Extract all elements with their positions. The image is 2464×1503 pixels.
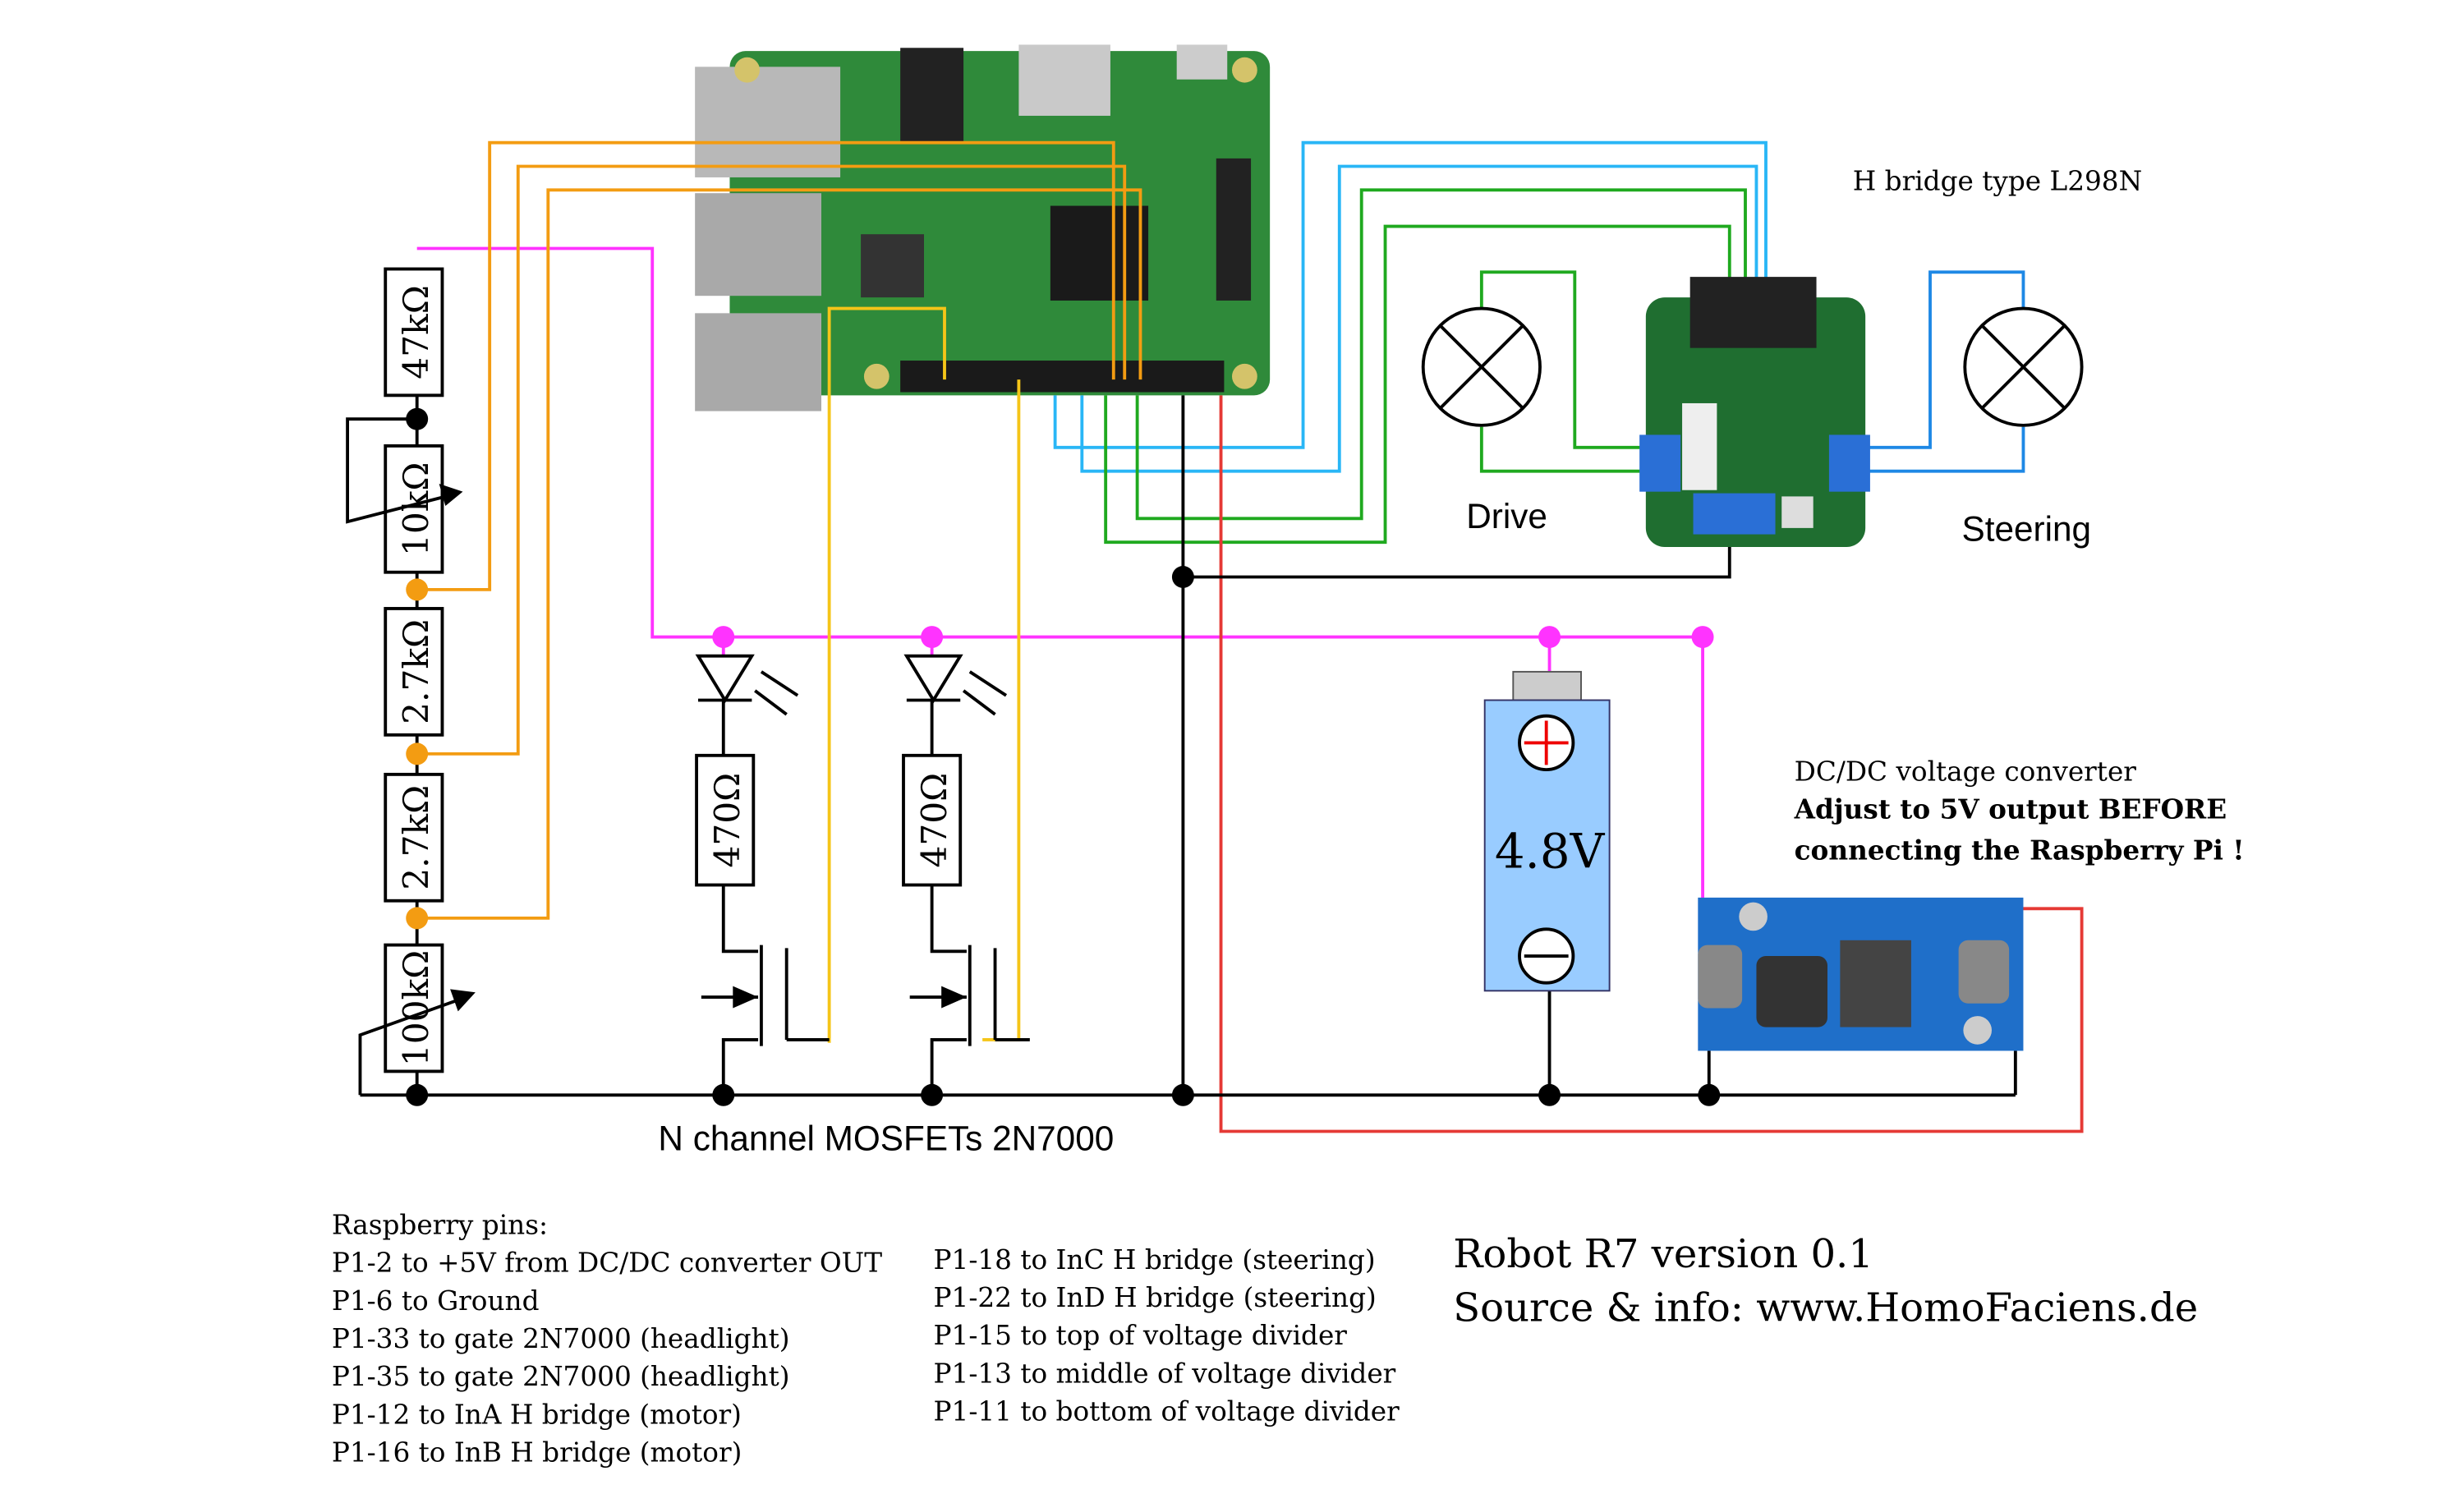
battery-voltage: 4.8V: [1495, 823, 1606, 879]
pin-item: P1-35 to gate 2N7000 (headlight): [332, 1361, 790, 1392]
resistor-2k7-a: [384, 607, 444, 737]
wire-steering-c: [1053, 140, 1768, 451]
pin-item: P1-16 to InB H bridge (motor): [332, 1436, 742, 1468]
resistor-label: 2.7kΩ: [396, 619, 436, 724]
h-bridge-title: H bridge type L298N: [1853, 165, 2142, 196]
resistor-label: 47kΩ: [396, 285, 436, 379]
dcdc-warning: Adjust to 5V output BEFORE: [1794, 793, 2227, 825]
pin-item: P1-33 to gate 2N7000 (headlight): [332, 1323, 790, 1354]
lamp-steering-icon: [1963, 306, 2084, 427]
headlight-circuit-1: 470Ω: [695, 654, 830, 1096]
wire-divider-bottom: [416, 188, 1142, 920]
wire-divider-top: [416, 140, 1115, 591]
dcdc-warning: connecting the Raspberry Pi !: [1795, 834, 2245, 866]
mosfet-icon: [701, 885, 830, 1096]
led-icon: [695, 654, 755, 704]
steering-label: Steering: [1962, 509, 2092, 548]
credits-title: Robot R7 version 0.1: [1453, 1231, 1873, 1277]
wire-gate-1: [827, 306, 946, 1043]
resistor-label: 470Ω: [707, 773, 747, 868]
mosfets-label: N channel MOSFETs 2N7000: [658, 1119, 1114, 1158]
headlight-circuit-2: 470Ω: [902, 654, 1030, 1096]
pin-item: P1-13 to middle of voltage divider: [934, 1358, 1396, 1389]
wire-motor-b: [1104, 224, 1731, 545]
mosfet-icon: [909, 885, 1030, 1096]
pin-item: P1-18 to InC H bridge (steering): [934, 1244, 1376, 1275]
voltage-divider: 47kΩ 10kΩ 2.7kΩ 2.7kΩ 100kΩ: [346, 267, 476, 1096]
wire-steering-d: [1080, 164, 1758, 473]
dcdc-title: DC/DC voltage converter: [1795, 756, 2137, 788]
raspberry-pi-board: [695, 44, 1271, 411]
dcdc-converter-board: [1698, 897, 2024, 1051]
credits-source: Source & info: www.HomoFaciens.de: [1453, 1285, 2198, 1331]
resistor-47k: [384, 267, 444, 398]
led-icon: [903, 654, 963, 704]
pin-item: P1-12 to InA H bridge (motor): [332, 1399, 742, 1430]
resistor-label: 470Ω: [914, 773, 954, 868]
wire-motor-a: [1135, 188, 1747, 521]
dcdc-label: DC/DC voltage converter Adjust to 5V out…: [1794, 756, 2245, 866]
pin-list: Raspberry pins: P1-2 to +5V from DC/DC c…: [332, 1210, 1400, 1469]
pin-item: P1-22 to InD H bridge (steering): [934, 1282, 1377, 1313]
resistor-2k7-b: [384, 772, 444, 903]
lamp-drive-icon: [1421, 306, 1542, 427]
resistor-label: 2.7kΩ: [396, 785, 436, 890]
wire-vin: [1219, 395, 2084, 1133]
pin-item: P1-15 to top of voltage divider: [934, 1320, 1348, 1351]
pins-title: Raspberry pins:: [332, 1210, 548, 1241]
wire-5v: [416, 246, 1704, 909]
credits: Robot R7 version 0.1 Source & info: www.…: [1453, 1231, 2198, 1331]
pin-item: P1-11 to bottom of voltage divider: [934, 1395, 1400, 1427]
pin-item: P1-2 to +5V from DC/DC converter OUT: [332, 1248, 882, 1279]
battery: 4.8V: [1483, 670, 1611, 992]
resistor-label: 100kΩ: [396, 950, 436, 1066]
wire-divider-middle: [416, 164, 1127, 756]
h-bridge-board: [1639, 277, 1870, 547]
drive-label: Drive: [1466, 497, 1547, 535]
pin-item: P1-6 to Ground: [332, 1285, 540, 1317]
